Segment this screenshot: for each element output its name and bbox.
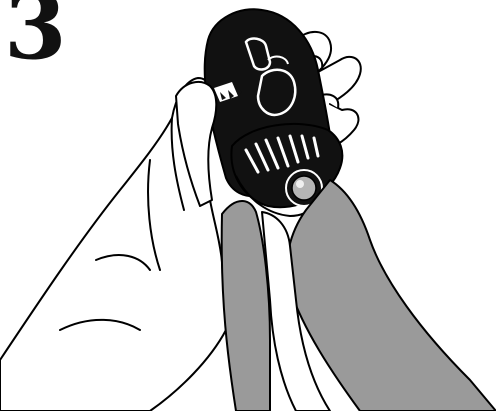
step-number: 3 [4, 0, 67, 72]
cleaning-cloth [222, 180, 496, 411]
lens-icon [292, 176, 316, 200]
